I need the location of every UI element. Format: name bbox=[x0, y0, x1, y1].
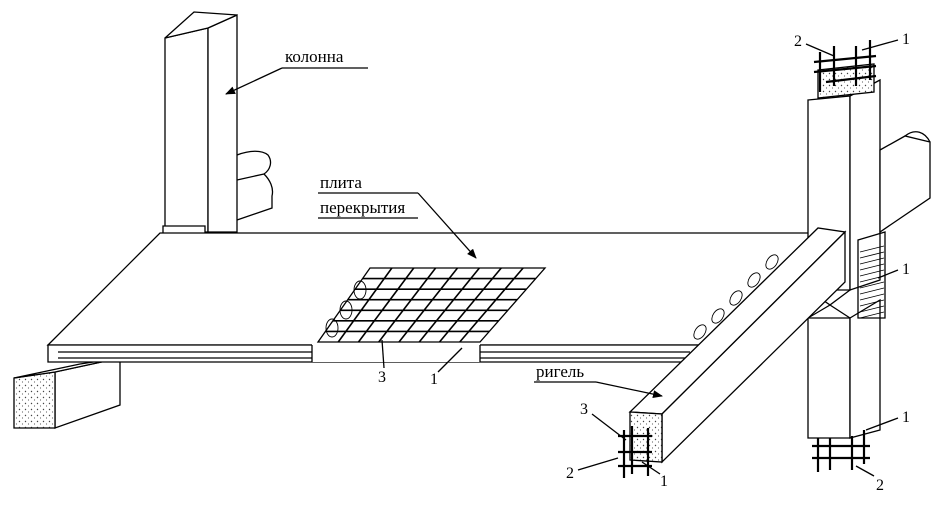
number-low-right-2: 2 bbox=[876, 477, 884, 494]
left-support-beam bbox=[13, 357, 121, 429]
mesh-bar bbox=[438, 267, 502, 343]
joint-hatch bbox=[859, 269, 885, 277]
number-low-right-1: 1 bbox=[902, 409, 910, 426]
column-cage-bottom bbox=[812, 430, 870, 472]
number-beam-1: 1 bbox=[660, 473, 668, 490]
label-crossbar: ригель bbox=[536, 362, 584, 381]
number-beam-3: 3 bbox=[580, 401, 588, 418]
number-beam-2: 2 bbox=[566, 465, 574, 482]
left-column bbox=[162, 11, 274, 235]
number-top-right-2: 2 bbox=[794, 33, 802, 50]
right-column bbox=[807, 63, 931, 439]
joint-hatch bbox=[859, 299, 885, 307]
joint-hatch bbox=[859, 257, 885, 265]
mesh-bar bbox=[398, 267, 459, 343]
joint-hatch bbox=[859, 263, 885, 271]
number-mesh-1: 1 bbox=[430, 371, 438, 388]
mesh-bar bbox=[418, 267, 480, 343]
joint-hatch bbox=[859, 251, 885, 259]
mesh-bar bbox=[459, 267, 524, 343]
label-column: колонна bbox=[285, 47, 344, 66]
label-slab-line1: плита bbox=[320, 173, 362, 192]
reinforcement-mesh bbox=[316, 267, 547, 343]
slab-hollow-cores bbox=[693, 254, 779, 340]
joint-hatch bbox=[859, 281, 885, 289]
leader-lines bbox=[225, 39, 899, 477]
joint-hatch bbox=[859, 305, 885, 313]
number-mesh-3: 3 bbox=[378, 369, 386, 386]
joint-hatch bbox=[859, 245, 885, 253]
label-slab-line2: перекрытия bbox=[320, 198, 405, 217]
mesh-bar bbox=[337, 267, 393, 343]
number-mid-right-1: 1 bbox=[902, 261, 910, 278]
column-cage-top bbox=[813, 40, 877, 92]
joint-hatch bbox=[859, 293, 885, 301]
mesh-bar bbox=[357, 267, 415, 343]
joint-hatch bbox=[859, 287, 885, 295]
rigel-beam bbox=[618, 227, 847, 478]
number-top-right-1: 1 bbox=[902, 31, 910, 48]
joint-hatch bbox=[859, 311, 885, 319]
mesh-bar bbox=[378, 267, 437, 343]
